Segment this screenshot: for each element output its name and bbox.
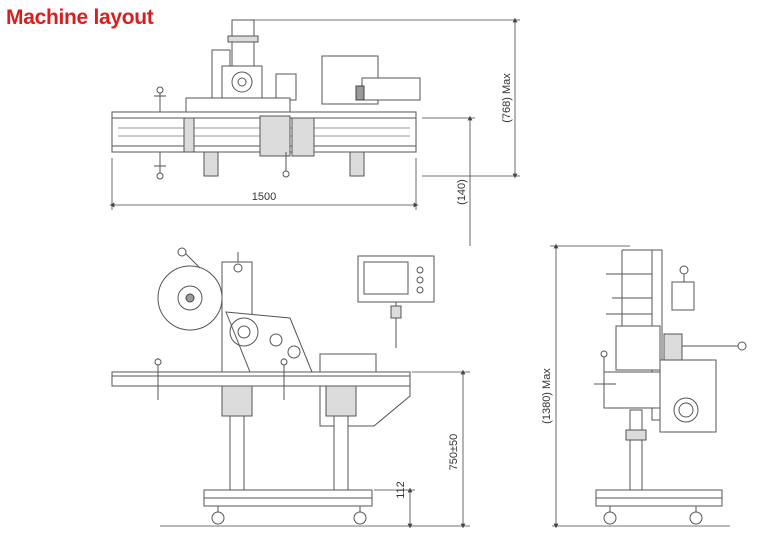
dim-max-height-top: (768) Max [501, 73, 513, 123]
dim-overall-length: 1500 [252, 191, 276, 203]
page-title: Machine layout [6, 6, 154, 29]
top-view: 1500 (768) Max (140) [109, 17, 520, 246]
front-view: 750±50 112 [111, 247, 470, 529]
dim-max-height-side: (1380) Max [541, 368, 553, 424]
dim-conveyor-height: 750±50 [448, 434, 460, 471]
dim-base-clearance: 112 [395, 481, 407, 499]
side-view: (1380) Max [541, 243, 747, 529]
dim-offset-top: (140) [456, 179, 468, 205]
